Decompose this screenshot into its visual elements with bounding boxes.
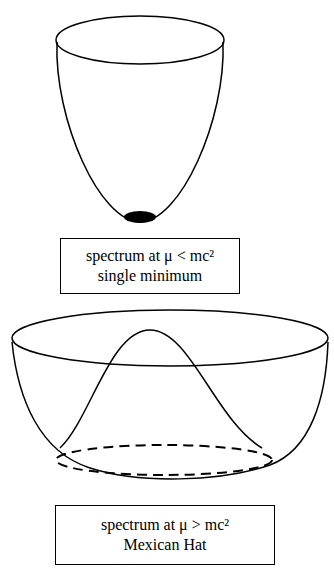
bowl-surface (56, 16, 224, 222)
caption-text: spectrum at μ > mc² (101, 515, 229, 535)
mexican-hat-surface (12, 310, 328, 479)
caption-text: single minimum (98, 266, 202, 286)
caption-text: Mexican Hat (123, 535, 206, 555)
minimum-dot (124, 211, 156, 223)
minimum-ring (56, 445, 272, 475)
caption-box: spectrum at μ > mc²Mexican Hat (55, 505, 275, 565)
caption-text: spectrum at μ < mc² (86, 246, 214, 266)
caption-box: spectrum at μ < mc²single minimum (60, 238, 240, 294)
